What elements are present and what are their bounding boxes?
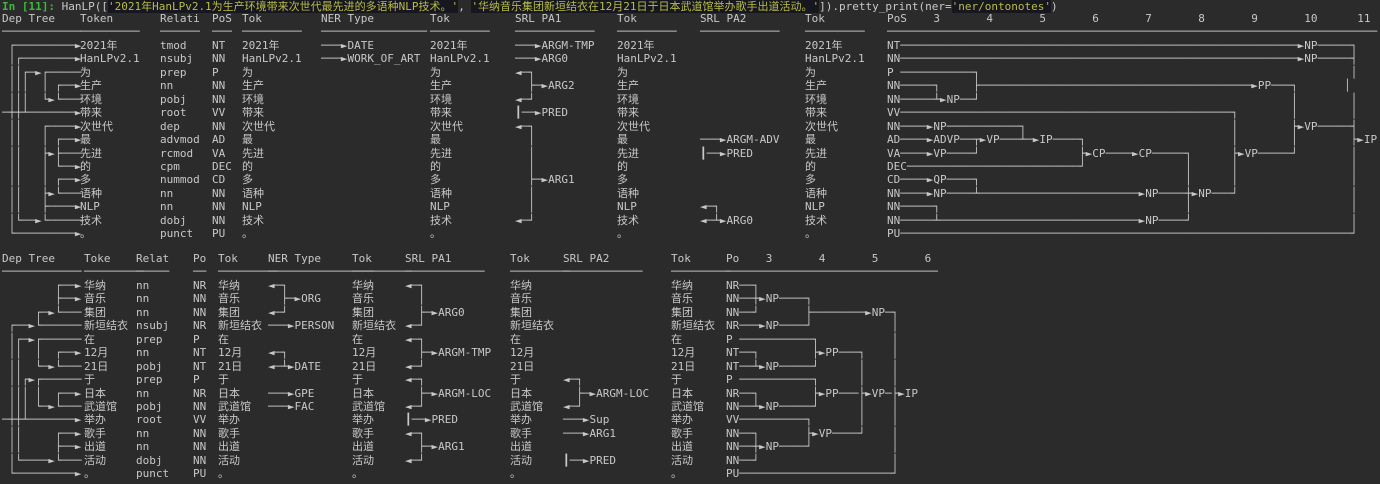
code-separator: ,: [458, 0, 472, 13]
sentence-1-col-token: Token ───────── 2021年 HanLPv2.1 为 生产 环境 …: [80, 12, 140, 241]
code-string-ner-arg: 'ner/ontonotes': [951, 0, 1051, 13]
sentence-1-col-srl-pa2: SRL PA2 ──────────── ───►ARGM-ADV ┃──►PR…: [700, 12, 780, 227]
sentence-2-col-tok-srl2: Tok ───────── 华纳 音乐 集团 新垣结衣 在 12月 21日 于 …: [510, 252, 570, 481]
code-string-sentence1: '2021年HanLPv2.1为生产环境带来次世代最先进的多语种NLP技术。': [107, 0, 459, 13]
sentence-2-col-tok-ner: Tok ───────── 华纳 音乐 集团 新垣结衣 在 12月 21日 于 …: [218, 252, 278, 481]
sentence-2-col-relation: Relat ───── nn nn nn nsubj prep nn pobj …: [136, 252, 170, 481]
code-close-paren: ): [1050, 0, 1058, 13]
sentence-2-col-tok-srl1: Tok ───────── 华纳 音乐 集团 新垣结衣 在 12月 21日 于 …: [352, 252, 412, 481]
sentence-2-col-constituency: Po 3 4 5 6 ─────────────────────────────…: [726, 252, 938, 481]
code-pretty-print-call: ]).pretty_print(ner=: [819, 0, 952, 13]
sentence-1-col-tok-con: Tok ───────── 2021年 HanLPv2.1 为 生产 环境 带来…: [805, 12, 865, 241]
sentence-1-col-constituency: PoS 3 4 5 6 7 8 9 10 11 ────────────────…: [887, 12, 1378, 241]
sentence-2-col-pos: Po ── NR NN NN NR P NT NT P NR NN VV NN …: [193, 252, 207, 481]
sentence-2-col-srl-pa1: SRL PA1 ──────────── ◄─┐ │ ├─►ARG0 ◄─┘ ◄…: [405, 252, 492, 467]
sentence-2-col-ner-type: NER Type ──────────────── ◄─┐ ├─►ORG ◄─┘…: [268, 252, 374, 413]
prompt-prefix: In [11]:: [2, 0, 62, 13]
sentence-2-col-token: Toke ───────── 华纳 音乐 集团 新垣结衣 在 12月 21日 于…: [84, 252, 144, 481]
sentence-1-col-ner-type: NER Type ──────────────── ───►DATE ───►W…: [321, 12, 427, 66]
sentence-1-col-srl-pa1: SRL PA1 ──────────── ───►ARGM-TMP ───►AR…: [515, 12, 595, 227]
sentence-1-col-tok-srl1: Tok ───────── 2021年 HanLPv2.1 为 生产 环境 带来…: [430, 12, 490, 241]
sentence-2-col-dep-tree: Dep Tree ──────────── ┌──► ├──► ┌─►└─── …: [2, 252, 82, 481]
sentence-2-col-srl-pa2: SRL PA2 ──────────── ◄─┐ ├─►ARGM-LOC ◄─┘…: [563, 252, 650, 467]
sentence-1-col-tok-srl2: Tok ───────── 2021年 HanLPv2.1 为 生产 环境 带来…: [617, 12, 677, 241]
sentence-1-col-dep-tree: Dep Tree ──────────── ┌─────────► │┌────…: [2, 12, 82, 241]
sentence-1-col-relation: Relati ────── tmod nsubj prep nn pobj ro…: [160, 12, 200, 241]
sentence-1-col-pos: PoS ─── NT NN P NN NN VV NN AD VA DEC CD…: [212, 12, 232, 241]
code-hanlp-call: HanLP([: [61, 0, 108, 13]
code-string-sentence2: '华纳音乐集团新垣结衣在12月21日于日本武道馆举办歌手出道活动。': [471, 0, 820, 13]
sentence-2-col-tok-con: Tok ───────── 华纳 音乐 集团 新垣结衣 在 12月 21日 于 …: [671, 252, 731, 481]
ipython-prompt-line: In [11]: HanLP(['2021年HanLPv2.1为生产环境带来次世…: [2, 0, 1058, 14]
sentence-1-col-tok-ner: Tok ───────── 2021年 HanLPv2.1 为 生产 环境 带来…: [242, 12, 302, 241]
